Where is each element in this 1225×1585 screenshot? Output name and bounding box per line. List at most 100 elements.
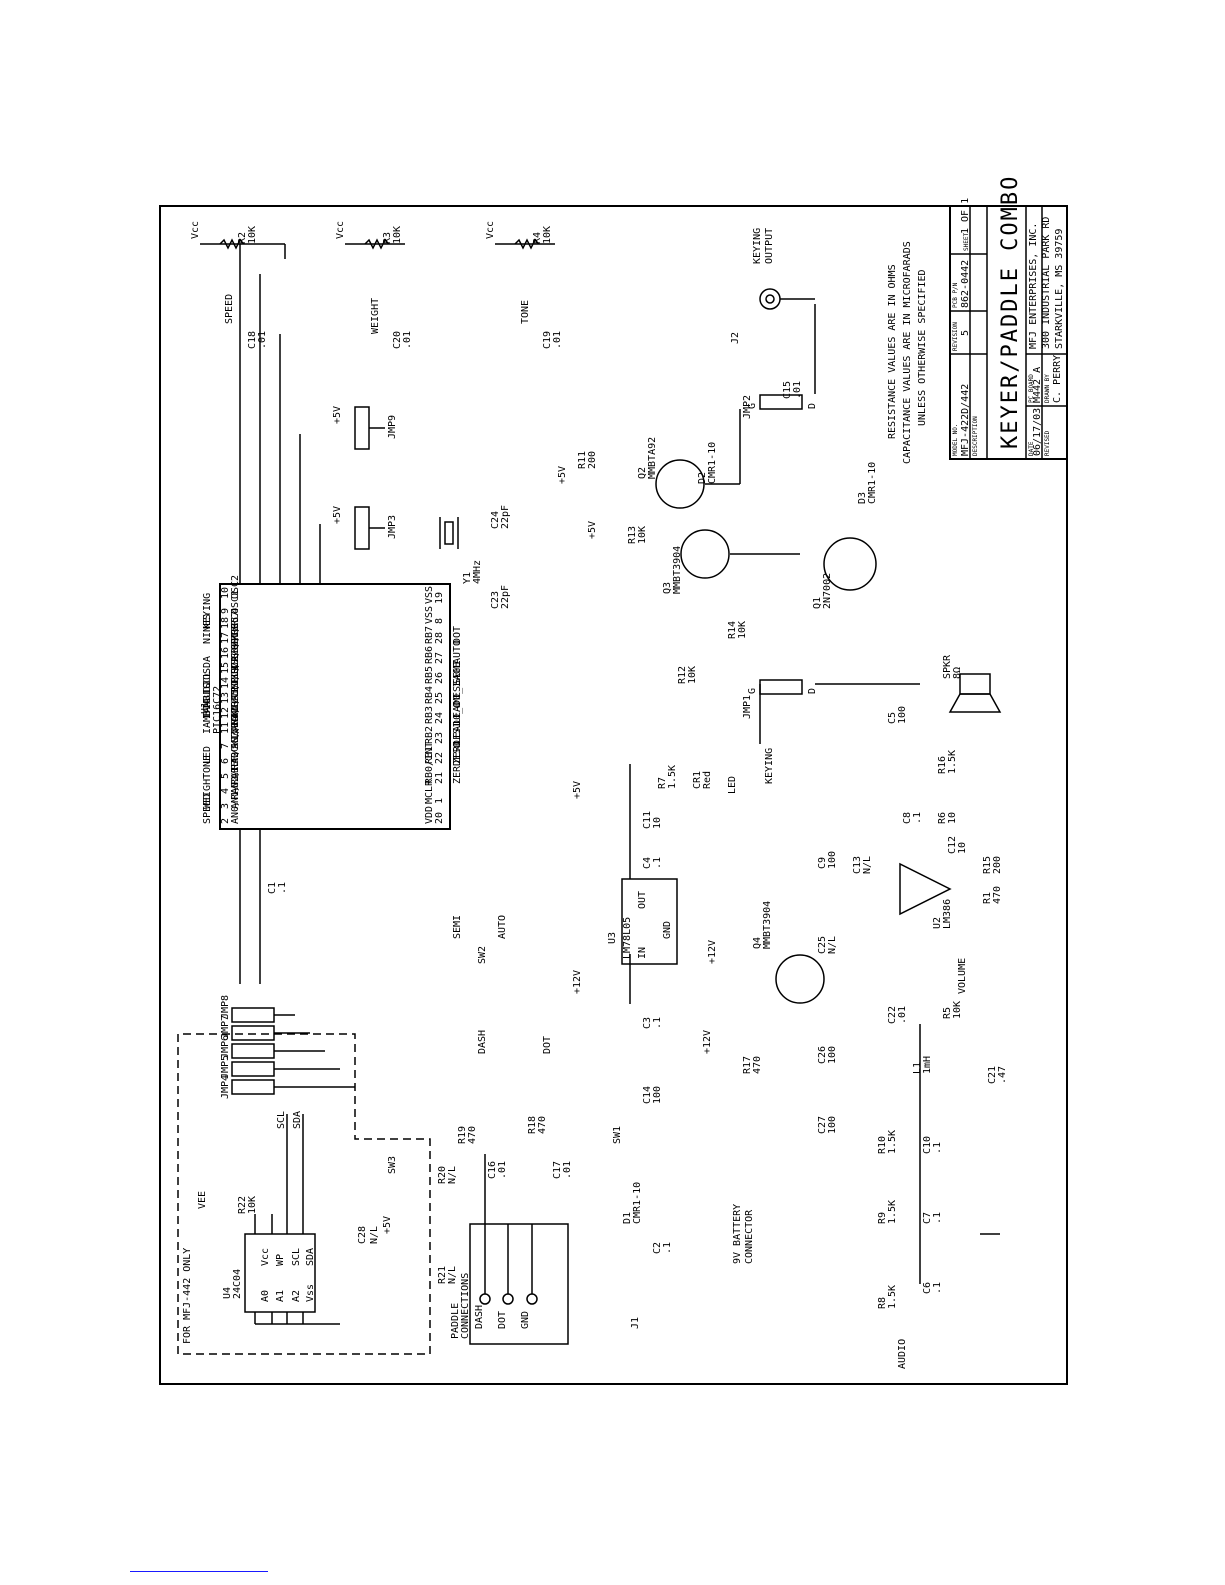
j1-ref: J1 (630, 1317, 641, 1329)
u1-pin-num-21: 21 (434, 772, 445, 784)
u1-rpin-name-9: OSC1 (230, 590, 241, 614)
audio-net: AUDIO (897, 1339, 908, 1369)
c25-value: N/L (827, 936, 838, 954)
c27-value: 100 (827, 1116, 838, 1134)
r9-ref: R9 (877, 1212, 888, 1224)
jmp7-label: JMP7 (220, 1015, 231, 1039)
u1-pin-name-22: RB1 (424, 746, 435, 764)
r18-value: 470 (537, 1116, 548, 1134)
c6-ref: C6 (922, 1282, 933, 1294)
wires (239, 244, 1000, 1284)
c28-ref: C28 (357, 1226, 368, 1244)
q4-transistor (775, 954, 825, 1004)
u1-rpin-name-14: SCL/SCK/RC3 (230, 623, 241, 689)
u4-vee-label: VEE (197, 1191, 208, 1209)
u1-pin-num-1: 1 (434, 798, 445, 804)
r13-value: 10K (637, 526, 648, 544)
jmp3 (354, 506, 385, 550)
u1-rpin-name-2: AN0/RA0 (230, 782, 241, 824)
u1-rpin-name-3: AN1/RA1 (230, 767, 241, 809)
u1-rpin-name-6: T0CKI/RA4 (230, 710, 241, 764)
r4-ref: R4 (532, 232, 543, 244)
model-no-label: MODEL NO. (952, 423, 959, 456)
u4-scl-net: SCL (276, 1111, 287, 1129)
r14-value: 10K (737, 621, 748, 639)
u1-rpin-name-13: CCP1/RC2 (230, 656, 241, 704)
vcc-r4: Vcc (485, 221, 496, 239)
sw2-auto: AUTO (497, 915, 508, 939)
c24-value: 22pF (500, 505, 511, 529)
c17-ref: C17 (552, 1161, 563, 1179)
u2-ref: U2 (932, 917, 943, 929)
r13-ref: R13 (627, 526, 638, 544)
jmp1-d: D (807, 688, 818, 694)
u1-pin-num-22: 22 (434, 752, 445, 764)
rotated-drawing: MODEL NO. MFJ-422D/442 REVISION 5 PCB P/… (177, 175, 1068, 1369)
speed-net: SPEED (224, 294, 235, 324)
u1-net-27: AUTO (452, 640, 463, 664)
u4-ref: U4 (222, 1287, 233, 1299)
q4-ref: Q4 (752, 937, 763, 949)
u1-rpin-num-10: 10 (220, 587, 231, 599)
r7-value: 1.5K (667, 765, 678, 789)
u1-pin-name-20: VDD (424, 806, 435, 824)
r8-value: 1.5K (887, 1285, 898, 1309)
date: 06/17/03 (1032, 408, 1043, 456)
d3-part: CMR1-10 (867, 462, 878, 504)
j2-ref: J2 (730, 332, 741, 344)
r4-value: 10K (542, 226, 553, 244)
c19-value: .01 (552, 331, 563, 349)
c15-value: .01 (792, 381, 803, 399)
p5v-jmp9: +5V (332, 406, 343, 424)
y1-value: 4MHz (472, 560, 483, 584)
sw2-semi: SEMI (452, 915, 463, 939)
sw2-dash: DASH (477, 1030, 488, 1054)
c20-ref: C20 (392, 331, 403, 349)
u1-pin-num-8: 8 (434, 618, 445, 624)
r1-value: 470 (992, 886, 1003, 904)
pcb-pn-label: PCB P/N (952, 282, 959, 308)
jmp9 (354, 406, 385, 450)
r5-value: 10K (952, 1001, 963, 1019)
y1-ref: Y1 (462, 572, 473, 584)
footer-rule (130, 1571, 268, 1572)
u1-rnet-14: SCL (202, 671, 213, 689)
c5-ref: C5 (887, 712, 898, 724)
r10-value: 1.5K (887, 1130, 898, 1154)
r3-value: 10K (392, 226, 403, 244)
r5-ref: R5 (942, 1007, 953, 1019)
note-line-2: CAPACITANCE VALUES ARE IN MICROFARADS (902, 241, 913, 464)
u1-rpin-num-13: 13 (220, 692, 231, 704)
r18-ref: R18 (527, 1116, 538, 1134)
u1-rpin-num-5: 5 (220, 773, 231, 779)
u1-net-24: LEAD0_1 (452, 682, 463, 724)
jmp3-label: JMP3 (387, 515, 398, 539)
crystal-y1 (439, 517, 459, 549)
c16-value: .01 (497, 1161, 508, 1179)
c4-value: .1 (652, 857, 663, 869)
vcc-r2: Vcc (190, 221, 201, 239)
company-line-2: 300 INDUSTRIAL PARK RD (1041, 217, 1052, 349)
jmp2-g: G (747, 403, 758, 409)
q1-part: 2N7002 (822, 573, 833, 609)
u1-pin-name-26: RB5 (424, 666, 435, 684)
c23-ref: C23 (490, 591, 501, 609)
c7-ref: C7 (922, 1212, 933, 1224)
c7-value: .1 (932, 1212, 943, 1224)
c3-value: .1 (652, 1017, 663, 1029)
c16-ref: C16 (487, 1161, 498, 1179)
keying-output-1: KEYING (752, 228, 763, 264)
volume-label: VOLUME (957, 958, 968, 994)
u1-rnet-15: SDA (202, 656, 213, 674)
q2-part: MMBTA92 (647, 437, 658, 479)
jmp4-label: JMP4 (220, 1075, 231, 1099)
u1-rpin-name-15: SDA/SDI/RC4 (230, 608, 241, 674)
u1-rnet-18: KEYING (202, 593, 213, 629)
u1-rpin-num-18: 18 (220, 617, 231, 629)
paddle-label-2: CONNECTIONS (460, 1273, 471, 1339)
c4-ref: C4 (642, 857, 653, 869)
keying-output-2: OUTPUT (764, 228, 775, 264)
sw3-label: SW3 (387, 1156, 398, 1174)
c15-ref: C15 (782, 381, 793, 399)
